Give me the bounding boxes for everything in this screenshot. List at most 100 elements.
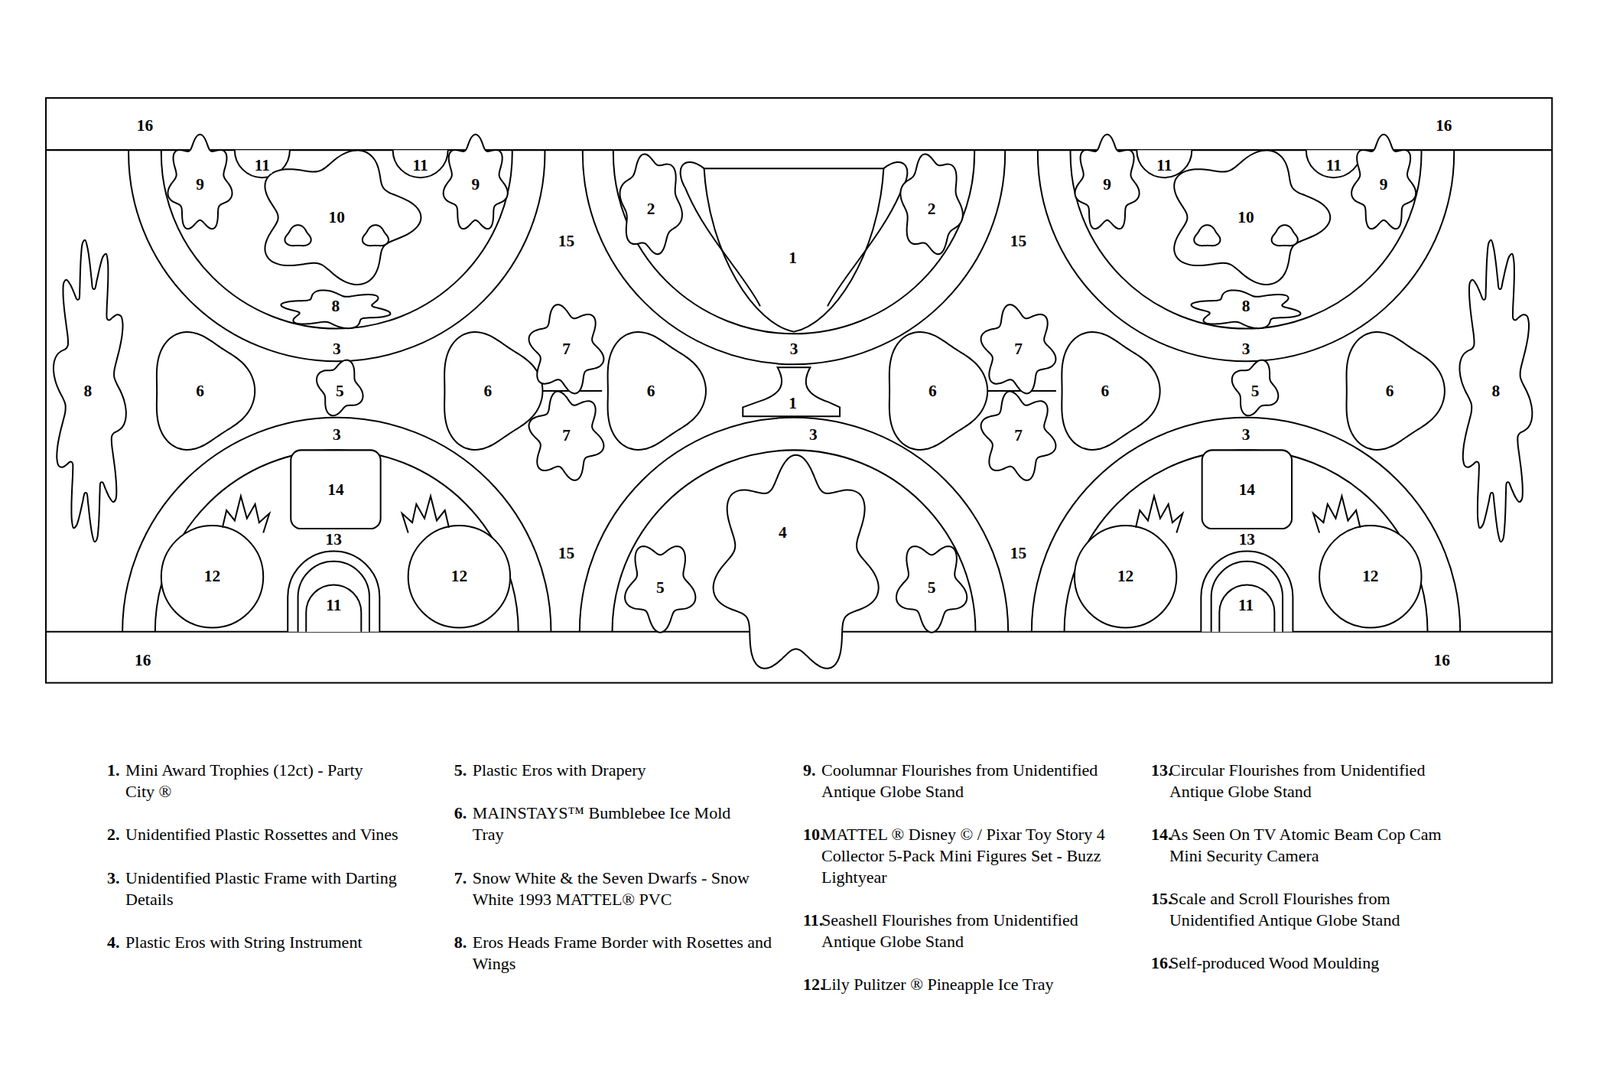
callout-number: 8 (1489, 382, 1503, 399)
callout-number: 2 (925, 201, 938, 218)
callout-number: 3 (330, 341, 343, 358)
callout-number: 12 (448, 568, 470, 585)
bumblebee-mold (889, 331, 988, 450)
callout-number: 13 (323, 531, 345, 548)
flourish-bar (981, 390, 1056, 392)
trophy-handle (680, 162, 761, 306)
callout-number: 8 (329, 298, 342, 315)
bumblebee-mold (444, 331, 543, 450)
ring-flourish (298, 561, 370, 632)
callout-number: 15 (1008, 544, 1029, 561)
callout-number: 9 (193, 176, 206, 193)
callout-number: 11 (410, 156, 431, 173)
key-description: Lily Pulitzer ® Pineapple Ice Tray (821, 974, 1054, 994)
key-entry: 7.Snow White & the Seven Dwarfs - Snow W… (454, 867, 774, 911)
pineapple-crown (1135, 495, 1183, 533)
key-entry: 3.Unidentified Plastic Frame with Dartin… (107, 867, 432, 911)
columnar-flourish (1075, 134, 1140, 229)
callout-number: 15 (1008, 232, 1029, 249)
callout-number: 2 (644, 201, 657, 218)
callout-number: 16 (134, 117, 156, 134)
bumblebee-mold (1346, 331, 1445, 450)
key-entry: 11.Seashell Flourishes from Unidentified… (803, 909, 1124, 953)
callout-number: 6 (193, 382, 206, 399)
figure-hole (284, 224, 311, 246)
snow-white-figure (981, 304, 1057, 394)
callout-number: 3 (1239, 341, 1253, 358)
pineapple (161, 525, 264, 628)
key-description: MATTEL ® Disney © / Pixar Toy Story 4 Co… (821, 824, 1106, 887)
callout-number: 12 (201, 568, 223, 585)
pineapple-crown (402, 495, 449, 533)
pineapple-crown (1313, 495, 1360, 533)
ring-flourish (287, 551, 380, 632)
key-number: 7. (454, 867, 468, 889)
columnar-flourish (167, 134, 232, 229)
key-description: As Seen On TV Atomic Beam Cop Cam Mini S… (1169, 824, 1442, 866)
seashell (1219, 584, 1275, 631)
figure-hole (1271, 224, 1298, 246)
key-description: Plastic Eros with Drapery (472, 760, 647, 780)
eros-drapery (624, 546, 696, 632)
rosette-vine (900, 153, 963, 254)
outer-frame (45, 97, 1552, 683)
callout-number: 9 (1377, 176, 1390, 193)
eros-drapery (896, 546, 967, 632)
callout-number: 6 (1383, 382, 1396, 399)
key-entry: 8.Eros Heads Frame Border with Rosettes … (454, 931, 774, 975)
frame-ring (613, 149, 975, 334)
key-entry: 5.Plastic Eros with Drapery (454, 759, 774, 781)
eros-border (281, 289, 391, 329)
key-number: 10. (803, 823, 825, 846)
key-number: 5. (454, 759, 468, 781)
key-entry: 4.Plastic Eros with String Instrument (107, 931, 432, 953)
callout-number: 4 (776, 524, 789, 541)
key-description: Snow White & the Seven Dwarfs - Snow Whi… (472, 868, 750, 909)
callout-number: 3 (330, 426, 343, 443)
frame-ring (155, 449, 519, 631)
key-description: Scale and Scroll Flourishes from Unident… (1169, 888, 1400, 930)
eros-string-instrument (713, 455, 879, 669)
callout-number: 7 (1012, 427, 1025, 444)
callout-number: 11 (1154, 156, 1175, 173)
callout-number: 8 (81, 382, 95, 399)
key-number: 16. (1151, 952, 1173, 974)
key-number: 15. (1151, 887, 1173, 910)
key-number: 14. (1151, 823, 1173, 846)
ring-flourish (1211, 561, 1283, 632)
frame-ring (612, 449, 976, 631)
key-description: Plastic Eros with String Instrument (125, 932, 362, 952)
frame-ring (1070, 149, 1422, 329)
seashell (1306, 149, 1362, 178)
key-description: Mini Award Trophies (12ct) - Party City … (125, 760, 363, 801)
key-description: Unidentified Plastic Frame with Darting … (125, 868, 397, 909)
callout-number: 11 (324, 596, 345, 613)
key-number: 12. (803, 973, 825, 996)
eros-border (53, 240, 127, 543)
rosette-vine (619, 153, 682, 254)
key-number: 4. (107, 931, 121, 953)
callout-number: 11 (1323, 156, 1344, 173)
callout-number: 7 (1012, 341, 1025, 358)
key-entry: 9.Coolumnar Flourishes from Unidentified… (803, 759, 1124, 803)
callout-number: 5 (1248, 382, 1262, 399)
key-entry: 12.Lily Pulitzer ® Pineapple Ice Tray (803, 973, 1124, 996)
key-number: 9. (803, 759, 817, 781)
frame-rings (122, 149, 1461, 632)
key-description: MAINSTAYS™ Bumblebee Ice Mold Tray (472, 803, 732, 844)
pineapple (1319, 525, 1422, 628)
key-number: 6. (454, 802, 468, 824)
callout-number: 11 (252, 156, 273, 173)
panel-frame (45, 97, 1552, 683)
callout-number: 9 (469, 176, 482, 193)
seashell (305, 584, 361, 631)
flourishes (53, 134, 1532, 669)
callout-number: 5 (333, 382, 346, 399)
frame-ring (161, 149, 513, 329)
callout-number: 16 (1431, 652, 1453, 669)
callout-number: 16 (132, 652, 153, 669)
key-entry: 2.Unidentified Plastic Rossettes and Vin… (107, 823, 432, 846)
